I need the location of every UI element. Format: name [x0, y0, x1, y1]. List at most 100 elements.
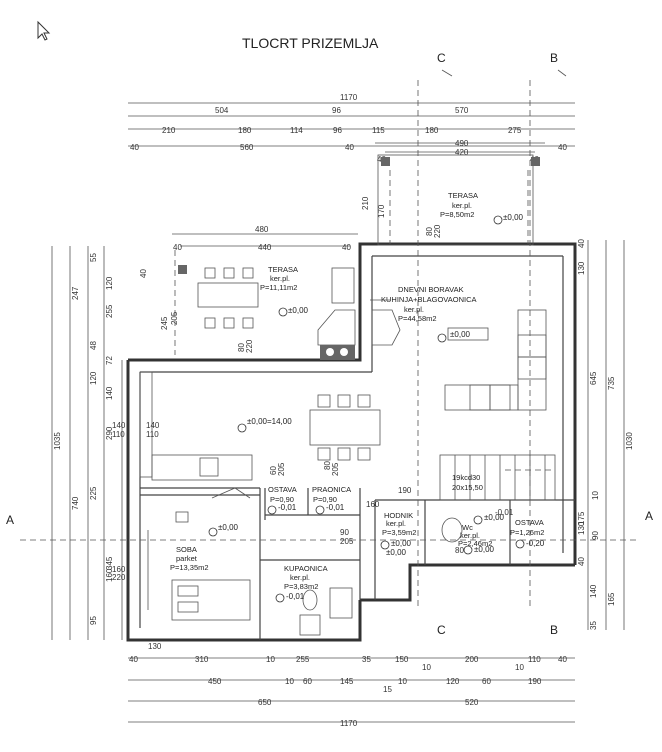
svg-text:650: 650	[258, 698, 272, 707]
svg-text:48: 48	[89, 341, 98, 350]
right-dimensions: 1030 735 645 130 10 175 90 130 140 165 3…	[577, 239, 634, 630]
svg-text:40: 40	[558, 655, 567, 664]
svg-text:OSTAVA: OSTAVA	[515, 518, 544, 527]
svg-text:140: 140	[146, 421, 160, 430]
svg-text:95: 95	[89, 616, 98, 625]
svg-text:10: 10	[266, 655, 275, 664]
svg-text:290: 290	[105, 426, 114, 440]
plan-title: TLOCRT PRIZEMLJA	[242, 35, 379, 51]
svg-text:220: 220	[433, 224, 442, 238]
svg-text:ker.pl.: ker.pl.	[290, 573, 310, 582]
svg-text:115: 115	[372, 126, 385, 135]
svg-text:40: 40	[139, 269, 148, 278]
svg-text:40: 40	[558, 143, 567, 152]
svg-text:P=0,90: P=0,90	[270, 495, 294, 504]
svg-text:OSTAVA: OSTAVA	[268, 485, 297, 494]
svg-text:90: 90	[591, 531, 600, 540]
svg-text:345: 345	[105, 556, 114, 570]
svg-text:80: 80	[323, 461, 332, 470]
exterior-walls	[126, 242, 577, 642]
bathroom-hallway: HODNIK ker.pl. P=3,59m2 ±0,00 KUPAONICA …	[275, 508, 545, 636]
svg-text:735: 735	[607, 376, 616, 390]
svg-text:220: 220	[245, 339, 254, 353]
storage-laundry: OSTAVA P=0,90 PRAONICA P=0,90 -0,01 -0,0…	[267, 461, 412, 546]
svg-text:205: 205	[170, 311, 179, 325]
living-room: DNEVNI BORAVAK KUHINJA+BLAGOVAONICA ker.…	[370, 285, 547, 411]
svg-text:P=2,46m2: P=2,46m2	[458, 539, 492, 548]
svg-text:40: 40	[130, 143, 139, 152]
bottom-dimensions: 40 130 310 10 255 35 150 200 110 40 10 1…	[128, 642, 575, 728]
svg-text:10: 10	[591, 491, 600, 500]
svg-text:C: C	[437, 623, 446, 637]
svg-text:40: 40	[577, 557, 586, 566]
svg-text:190: 190	[528, 677, 542, 686]
svg-text:210: 210	[361, 196, 370, 210]
svg-text:110: 110	[146, 430, 159, 439]
svg-text:-0,20: -0,20	[526, 539, 545, 548]
left-dimensions: 1035 247 740 55 48 120 225 95 120 255 29…	[51, 246, 179, 640]
svg-text:19kcd30: 19kcd30	[452, 473, 480, 482]
svg-text:10: 10	[398, 677, 407, 686]
svg-text:80: 80	[237, 343, 246, 352]
svg-text:570: 570	[455, 106, 469, 115]
svg-text:170: 170	[377, 204, 386, 218]
svg-text:55: 55	[89, 253, 98, 262]
svg-text:40: 40	[577, 239, 586, 248]
svg-text:255: 255	[105, 304, 114, 318]
svg-text:HODNIK: HODNIK	[384, 511, 413, 520]
svg-text:160: 160	[112, 565, 126, 574]
svg-text:114: 114	[290, 126, 303, 135]
svg-text:P=3,59m2: P=3,59m2	[382, 528, 416, 537]
svg-text:±0,00: ±0,00	[386, 548, 407, 557]
svg-text:±0,00: ±0,00	[391, 539, 412, 548]
svg-text:1030: 1030	[625, 432, 634, 450]
svg-text:200: 200	[465, 655, 479, 664]
svg-text:120: 120	[446, 677, 460, 686]
svg-text:-0,01: -0,01	[495, 508, 514, 517]
svg-text:±0,00: ±0,00	[218, 523, 239, 532]
svg-text:1035: 1035	[53, 432, 62, 450]
svg-text:110: 110	[528, 655, 541, 664]
svg-text:35: 35	[362, 655, 371, 664]
svg-text:P=13,35m2: P=13,35m2	[170, 563, 209, 572]
svg-text:-0,01: -0,01	[278, 503, 297, 512]
svg-text:247: 247	[71, 286, 80, 300]
svg-text:220: 220	[112, 573, 126, 582]
svg-text:10: 10	[515, 663, 524, 672]
svg-text:480: 480	[255, 225, 269, 234]
svg-text:ker.pl.: ker.pl.	[404, 305, 424, 314]
svg-text:310: 310	[195, 655, 209, 664]
svg-text:P=8,50m2: P=8,50m2	[440, 210, 474, 219]
svg-text:60: 60	[303, 677, 312, 686]
svg-text:60: 60	[482, 677, 491, 686]
svg-text:190: 190	[398, 486, 412, 495]
staircase: 19kcd30 20x15,50	[439, 454, 556, 501]
svg-text:140: 140	[105, 386, 114, 400]
section-b-top: B	[550, 51, 558, 65]
svg-text:Wc: Wc	[462, 523, 473, 532]
svg-text:SOBA: SOBA	[176, 545, 197, 554]
svg-text:-0,01: -0,01	[286, 592, 305, 601]
svg-text:A: A	[645, 509, 653, 523]
svg-text:205: 205	[331, 462, 340, 476]
svg-text:40: 40	[345, 143, 354, 152]
fireplace	[317, 267, 401, 360]
svg-text:225: 225	[89, 486, 98, 500]
svg-text:740: 740	[71, 496, 80, 510]
svg-text:130: 130	[577, 261, 586, 275]
svg-text:160: 160	[105, 568, 114, 582]
svg-text:420: 420	[455, 148, 469, 157]
svg-text:160: 160	[366, 500, 380, 509]
svg-text:150: 150	[395, 655, 409, 664]
svg-text:80: 80	[455, 546, 464, 555]
terrace-top-right: TERASA ker.pl. P=8,50m2 ±0,00 210 170 80…	[361, 154, 540, 246]
svg-text:P=0,90: P=0,90	[313, 495, 337, 504]
svg-text:245: 245	[160, 316, 169, 330]
svg-text:TERASA: TERASA	[268, 265, 298, 274]
svg-text:140: 140	[589, 584, 598, 598]
svg-text:ker.pl.: ker.pl.	[452, 201, 472, 210]
svg-text:560: 560	[240, 143, 254, 152]
bedroom: SOBA parket P=13,35m2 ±0,00	[147, 523, 251, 621]
section-c-top: C	[437, 51, 446, 65]
svg-text:255: 255	[296, 655, 310, 664]
